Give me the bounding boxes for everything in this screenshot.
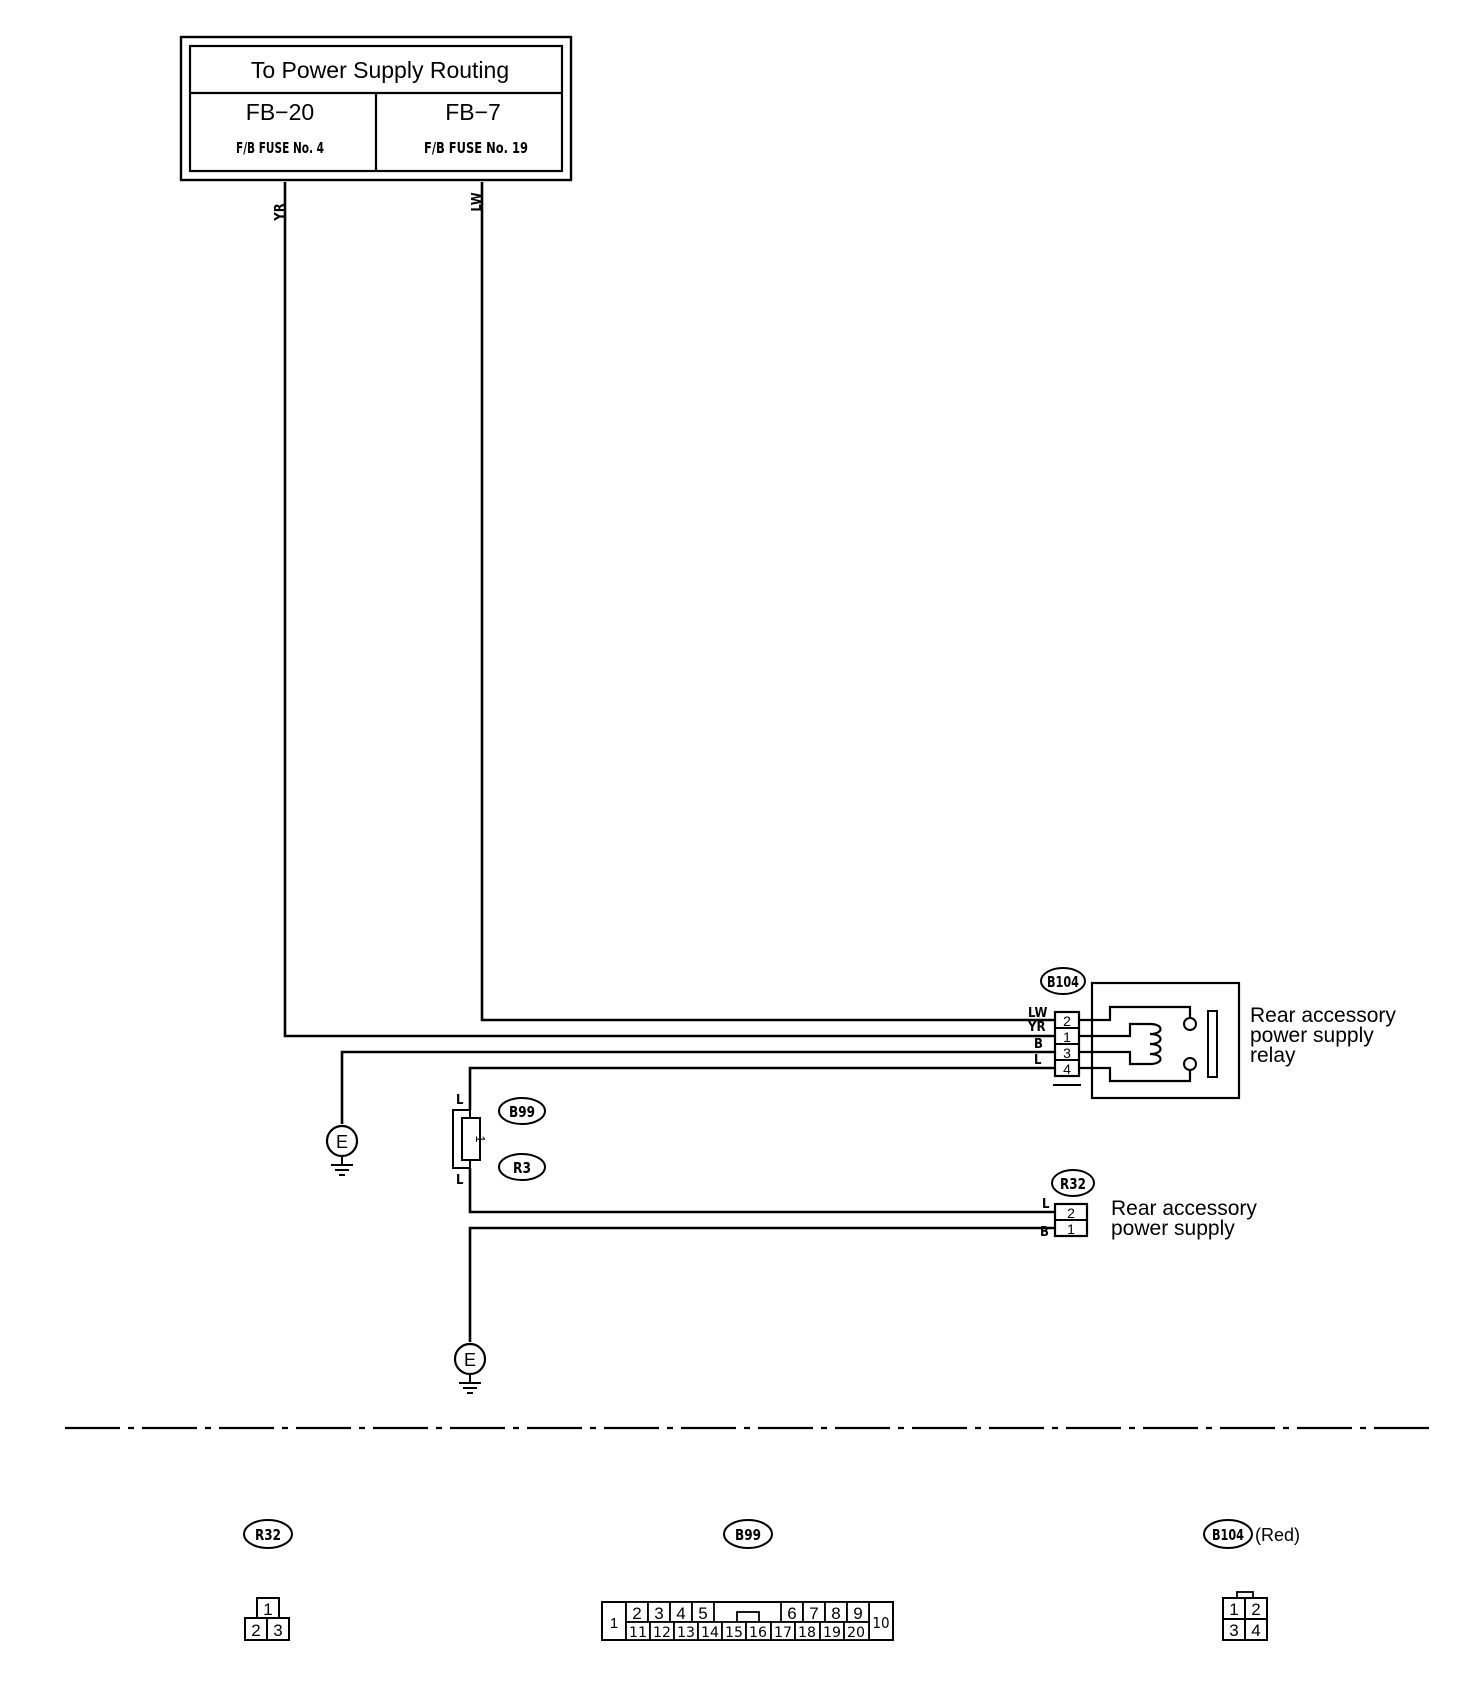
b99-view-pin-13: 13 [677,1625,695,1641]
b99-view-pin-6: 6 [787,1604,796,1623]
rear-accessory-power-supply-relay: B104 LW YR B L 2 1 3 4 Rear accessory po… [1027,967,1396,1100]
relay-pin-2: 2 [1063,1013,1071,1029]
b99-view-pin-12: 12 [653,1625,671,1641]
b99-view-pin-14: 14 [701,1625,719,1641]
b104-view-pin-1: 1 [1229,1600,1238,1619]
r32-view-pin-3: 3 [273,1621,282,1640]
rear-supply-pin-2: 2 [1067,1205,1075,1221]
wire-lw [480,182,1055,1022]
relay-l-label: L [1034,1053,1042,1068]
wire-yr-label-top: YR [273,203,288,221]
relay-pin-1: 1 [1063,1029,1071,1045]
rear-supply-b-label: B [1040,1225,1049,1240]
b99-view-pin-2: 2 [632,1604,641,1623]
ground-symbol-relay: E [325,1124,359,1176]
ground-symbol-rear-letter: E [464,1350,476,1370]
relay-pin-4: 4 [1063,1061,1071,1077]
relay-connector-id: B104 [1047,973,1079,991]
b99-view-pin-10: 10 [872,1614,889,1632]
connector-view-r32-id: R32 [255,1526,281,1544]
b99-view-pin-11: 11 [629,1625,647,1641]
wire-b-ground-rear [468,1226,1055,1342]
relay-label-line-3: relay [1250,1044,1296,1067]
b99-view-pin-18: 18 [798,1625,816,1641]
relay-coil-icon [1149,1022,1162,1066]
b104-view-pin-2: 2 [1251,1600,1260,1619]
relay-pin-3: 3 [1063,1045,1071,1061]
b99-view-pin-5: 5 [698,1604,707,1623]
wire-lw-label-top: LW [470,192,485,211]
b104-view-pin-3: 3 [1229,1621,1238,1640]
junction-l-label-bottom: L [456,1173,464,1188]
connector-view-b104: B104 (Red) 1 2 3 4 [1203,1519,1300,1641]
relay-yr-label: YR [1027,1020,1045,1035]
ground-symbol-relay-letter: E [336,1132,348,1152]
junction-pin-1: 1 [473,1135,488,1142]
ground-symbol-rear: E [453,1342,487,1394]
b99-view-pin-8: 8 [831,1604,840,1623]
power-supply-routing-box: To Power Supply Routing FB−20 F/B FUSE N… [179,35,573,182]
b99-view-pin-3: 3 [654,1604,663,1623]
relay-label-line-1: Rear accessory [1250,1004,1396,1027]
junction-l-label-top: L [456,1093,464,1108]
b99-view-pin-15: 15 [725,1625,743,1641]
connector-view-b104-id: B104 [1212,1526,1244,1544]
r32-view-pin-1: 1 [263,1600,272,1619]
wire-b-ground-relay [340,1050,1055,1124]
rear-supply-pin-1: 1 [1067,1221,1075,1237]
wire-l-rear [468,1168,1055,1214]
rear-accessory-power-supply: R32 L B 2 1 Rear accessory power supply [1040,1169,1257,1240]
junction-connector-r3: R3 [513,1159,531,1177]
fuse-no-19-label: F/B FUSE No. 19 [424,139,528,157]
b99-view-pin-20: 20 [847,1625,865,1641]
wires: YR LW [273,182,1055,1342]
rear-supply-connector-id: R32 [1060,1175,1086,1193]
connector-view-b104-color: (Red) [1255,1525,1300,1545]
routing-box-title: To Power Supply Routing [251,57,509,83]
relay-b-label: B [1034,1037,1043,1052]
fuse-no-4-label: F/B FUSE No. 4 [236,139,324,157]
rear-supply-l-label: L [1042,1197,1050,1212]
b99-view-pin-9: 9 [853,1604,862,1623]
b99-view-pin-4: 4 [676,1604,685,1623]
connector-view-b99: B99 1 10 2 3 4 5 6 7 8 9 [601,1519,894,1641]
b99-view-pin-7: 7 [809,1604,818,1623]
junction-connector-b99: B99 [509,1103,535,1121]
connector-view-b99-id: B99 [735,1526,761,1544]
b99-view-pin-16: 16 [749,1625,767,1641]
rear-supply-label-line-1: Rear accessory [1111,1197,1257,1220]
fb-7-code: FB−7 [445,99,501,125]
connector-view-r32: R32 1 2 3 [243,1519,293,1641]
rear-supply-label-line-2: power supply [1111,1217,1235,1240]
b99-view-pin-1: 1 [610,1615,618,1632]
b99-view-pin-19: 19 [823,1625,841,1641]
wire-yr [283,182,1055,1038]
relay-lw-label: LW [1028,1006,1047,1021]
b99-view-pin-17: 17 [774,1625,792,1641]
r32-view-pin-2: 2 [251,1621,260,1640]
relay-label-line-2: power supply [1250,1024,1374,1047]
fb-20-code: FB−20 [246,99,314,125]
junction-connector-b99-r3: L 1 L B99 R3 [452,1093,546,1188]
b104-view-pin-4: 4 [1251,1621,1260,1640]
wire-l-relay [468,1066,1055,1110]
